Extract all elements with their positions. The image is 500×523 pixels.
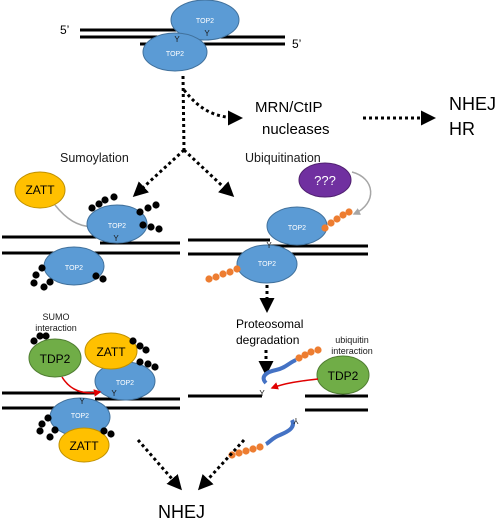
zatt-lower bbox=[58, 427, 110, 463]
proteosomal-label: Proteosomal bbox=[236, 317, 303, 331]
top2-label: TOP2 bbox=[166, 51, 184, 58]
five-prime-left: 5’ bbox=[60, 23, 69, 37]
zatt-label: ZATT bbox=[96, 345, 126, 359]
converging-arrows bbox=[136, 438, 246, 491]
tyrosine-label: Y bbox=[79, 397, 85, 406]
mrn-ctip-label: MRN/CtIP bbox=[255, 99, 323, 116]
ubiquitin-interaction-chains bbox=[228, 346, 322, 459]
zatt-oval bbox=[14, 171, 66, 209]
pathway-arrows bbox=[132, 75, 436, 198]
unknown-label: ??? bbox=[314, 173, 336, 188]
tyrosine-label: Y bbox=[174, 35, 180, 44]
zatt-label: ZATT bbox=[69, 439, 99, 453]
ubiquitin-chains bbox=[205, 208, 353, 283]
five-prime-right: 5’ bbox=[292, 37, 301, 51]
top2-sumo-upper bbox=[86, 204, 148, 244]
top2-label: TOP2 bbox=[65, 265, 83, 272]
sumoylation-complex: ZATT TOP2 Y TOP2 bbox=[2, 171, 180, 291]
top2-label: TOP2 bbox=[116, 380, 134, 387]
sumoylation-label: Sumoylation bbox=[60, 151, 129, 165]
top2-label: TOP2 bbox=[258, 261, 276, 268]
tdp2-left bbox=[28, 338, 82, 378]
top2-label: TOP2 bbox=[71, 413, 89, 420]
ubiquitination-complex: ??? TOP2 TOP2 Y bbox=[188, 162, 372, 313]
top2-ubi-lower bbox=[236, 244, 298, 284]
degradation-label: degradation bbox=[236, 333, 299, 347]
sumo-interaction-complex: TOP2 Y ZATT TDP2 TOP2 Y ZATT bbox=[2, 332, 180, 463]
zatt-upper bbox=[84, 332, 138, 370]
tdp2-label: TDP2 bbox=[328, 369, 359, 383]
tyrosine-label: Y bbox=[113, 234, 119, 243]
top2-label: TOP2 bbox=[288, 225, 306, 232]
tyrosine-label: Y bbox=[266, 241, 272, 250]
sumo-label: SUMO bbox=[43, 312, 70, 322]
tyrosine-label: Y bbox=[204, 29, 210, 38]
nucleases-label: nucleases bbox=[262, 121, 330, 138]
unknown-oval bbox=[298, 162, 352, 198]
ubiquitin-label: ubiquitin bbox=[335, 335, 369, 345]
tyrosine-label: Y bbox=[259, 389, 265, 398]
zatt-label: ZATT bbox=[25, 183, 55, 197]
top2-label: TOP2 bbox=[108, 223, 126, 230]
tyrosine-label: Y bbox=[111, 389, 117, 398]
ubiquitination-label: Ubiquitination bbox=[245, 151, 321, 165]
tyrosine-label: Y bbox=[293, 416, 299, 425]
nhej-label-right: NHEJ bbox=[449, 94, 496, 114]
tdp2-right bbox=[316, 355, 370, 395]
sumo-interaction-chains bbox=[30, 332, 159, 441]
sumo-chains bbox=[30, 193, 163, 291]
sumo-interaction-label: interaction bbox=[35, 323, 77, 333]
peptide-remnants bbox=[261, 358, 297, 446]
tdp2-label: TDP2 bbox=[40, 352, 71, 366]
hr-label-right: HR bbox=[449, 119, 475, 139]
top2-top-upper bbox=[170, 0, 240, 41]
nhej-label-bottom: NHEJ bbox=[158, 502, 205, 522]
ubiquitin-interaction-complex: TDP2 Y Y bbox=[188, 346, 370, 459]
initial-cleavage-complex: TOP2 Y TOP2 Y 5’ 5’ bbox=[60, 0, 301, 72]
top2-top-lower bbox=[142, 32, 208, 72]
ubiquitin-interaction-label: interaction bbox=[331, 346, 373, 356]
top2-label: TOP2 bbox=[196, 18, 214, 25]
